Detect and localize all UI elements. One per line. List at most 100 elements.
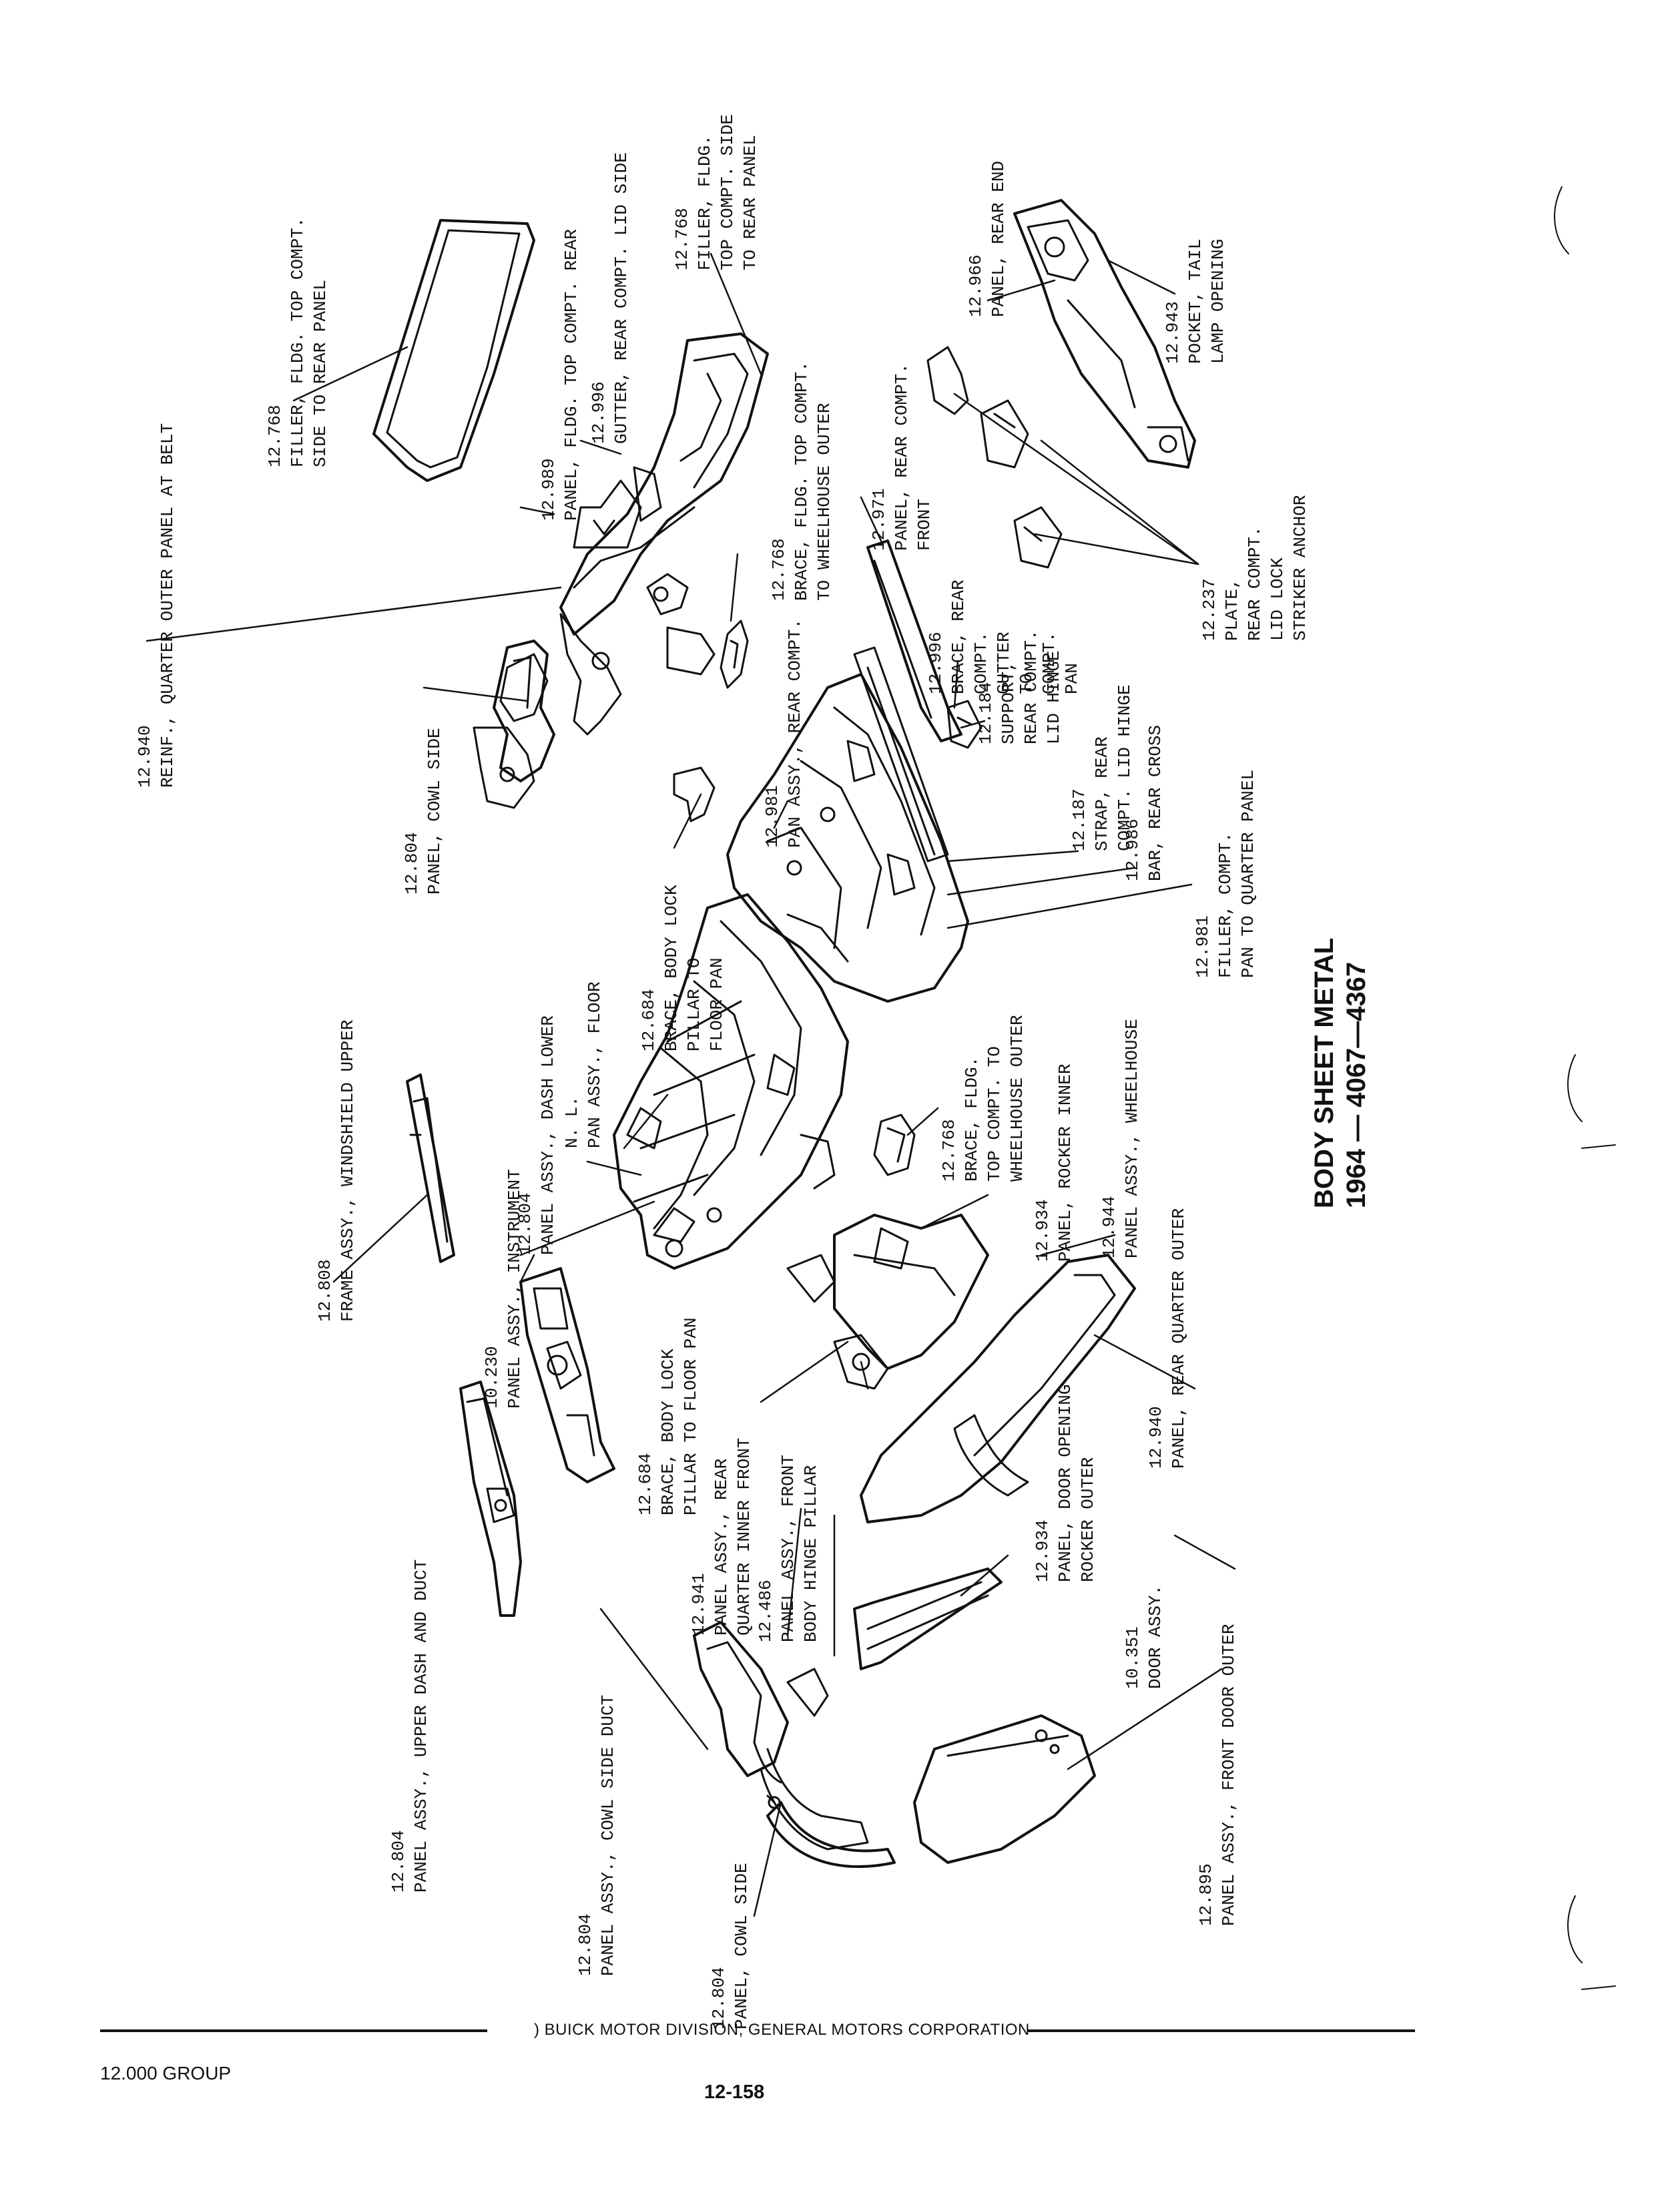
callout-line: FLOOR PAN <box>707 957 727 1051</box>
part-rear-end-panel-drawing <box>1013 199 1196 469</box>
callout-line: STRAP, REAR <box>1092 736 1112 851</box>
callout-line: 12.944 <box>1099 1196 1119 1258</box>
callout-line: LID LOCK <box>1268 557 1288 641</box>
callout-line: TO REAR PANEL <box>740 135 760 270</box>
callout-line: 12.966 <box>966 254 986 317</box>
callout-line: 12.934 <box>1033 1199 1053 1262</box>
callout-line: 12.684 <box>639 989 659 1051</box>
callout-line: 12.934 <box>1033 1519 1053 1582</box>
callout-line: BRACE, FLDG. TOP COMPT. <box>792 361 812 601</box>
callout-line: POCKET, TAIL <box>1185 238 1205 364</box>
callout-line: GUTTER, REAR COMPT. LID SIDE <box>611 152 631 444</box>
callout-line: 12.941 <box>689 1573 709 1636</box>
callout-line: PAN TO QUARTER PANEL <box>1238 769 1258 978</box>
callout-line: 12.989 <box>539 458 559 521</box>
part-rear-compartment-upper-drawing <box>499 332 769 736</box>
part-cowl-side-upper-drawing <box>473 640 555 809</box>
callout-line: 12.804 <box>709 1967 729 2029</box>
callout-line: 12.981 <box>1193 915 1213 978</box>
part-floor-pan-drawing <box>613 893 849 1270</box>
callout-line: BRACE, BODY LOCK <box>661 885 681 1051</box>
callout-line: 12.684 <box>635 1453 655 1515</box>
callout-line: REAR COMPT. <box>1021 630 1041 744</box>
callout-line: FILLER, COMPT. <box>1215 832 1235 978</box>
part-cowl-side-lower-drawing <box>766 1794 896 1869</box>
part-brace-small-2-drawing <box>873 1114 916 1176</box>
leader-lines <box>146 252 1236 1917</box>
page-number: 12-158 <box>704 2082 765 2103</box>
part-plate-brackets-drawing <box>926 346 1063 569</box>
callout-line: SUPPORT, <box>999 661 1019 744</box>
callout-line: N. L. <box>562 1095 582 1148</box>
callout-line: PILLAR TO <box>684 957 704 1051</box>
callout-line: 12.895 <box>1196 1863 1216 1926</box>
callout-line: 12.971 <box>869 488 889 551</box>
callout-line: 12.996 <box>926 632 946 694</box>
callout-line: 12.940 <box>1146 1406 1166 1469</box>
callout-line: 12.808 <box>315 1259 335 1322</box>
part-rear-compt-pan-drawing <box>726 673 969 1003</box>
part-wheelhouse-drawing <box>786 1214 989 1390</box>
callout-line: 12.768 <box>939 1119 959 1182</box>
callout-line: REAR COMPT. <box>1245 526 1265 641</box>
callout-line: QUARTER INNER FRONT <box>734 1437 754 1636</box>
callout-line: BODY HINGE PILLAR <box>801 1465 821 1642</box>
part-hinge-pillar-drawing <box>693 1621 869 1851</box>
callout-line: PANEL, REAR END <box>989 160 1009 317</box>
callout-line: LID HINGE <box>1044 650 1064 744</box>
callout-line: FILLER, FLDG. <box>695 135 715 270</box>
callout-line: 12.804 <box>402 832 422 895</box>
callout-line: PAN ASSY., FLOOR <box>585 981 605 1148</box>
part-hinge-support-drawing <box>946 700 983 749</box>
callout-line: PANEL, COWL SIDE <box>732 1863 752 2029</box>
callout-line: BRACE, BODY LOCK <box>658 1349 678 1515</box>
callout-line: PANEL ASSY., INSTRUMENT <box>505 1169 525 1409</box>
part-rear-quarter-outer-drawing <box>860 1254 1136 1523</box>
footer-rule-left <box>100 2029 487 2032</box>
callout-line: 12.804 <box>388 1830 408 1893</box>
footer-organization: ) BUICK MOTOR DIVISION, GENERAL MOTORS C… <box>534 2021 1030 2039</box>
margin-marks <box>1554 186 1616 1990</box>
page-title-line: 1964 — 4067—4367 <box>1342 961 1371 1208</box>
callout-line: 12.486 <box>756 1579 776 1642</box>
callout-line: TOP COMPT. TO <box>985 1046 1005 1182</box>
callout-line: 12.940 <box>135 725 155 788</box>
callout-line: REINF., QUARTER OUTER PANEL AT BELT <box>158 423 178 788</box>
callout-line: PANEL, ROCKER INNER <box>1055 1063 1075 1262</box>
callout-pan-floor: N. L.PAN ASSY., FLOOR <box>561 981 606 1148</box>
callout-line: LAMP OPENING <box>1208 238 1228 364</box>
callout-line: BRACE, REAR <box>948 579 968 694</box>
callout-line: 12.981 <box>762 785 782 848</box>
callout-line: PLATE, <box>1222 578 1242 641</box>
part-windshield-frame-drawing <box>406 1073 455 1263</box>
footer-group: 12.000 GROUP <box>100 2063 232 2084</box>
callout-line: 12.943 <box>1163 301 1183 364</box>
callout-line: PANEL, REAR QUARTER OUTER <box>1169 1208 1189 1469</box>
part-instrument-panel-drawing <box>519 1267 615 1483</box>
callout-line: DOOR ASSY. <box>1145 1584 1165 1689</box>
callout-line: 12.986 <box>1123 818 1143 881</box>
callout-line: SIDE TO REAR PANEL <box>310 280 330 467</box>
part-brace-body-lock-1-drawing <box>673 766 716 822</box>
part-brace-small-1-drawing <box>720 620 749 689</box>
